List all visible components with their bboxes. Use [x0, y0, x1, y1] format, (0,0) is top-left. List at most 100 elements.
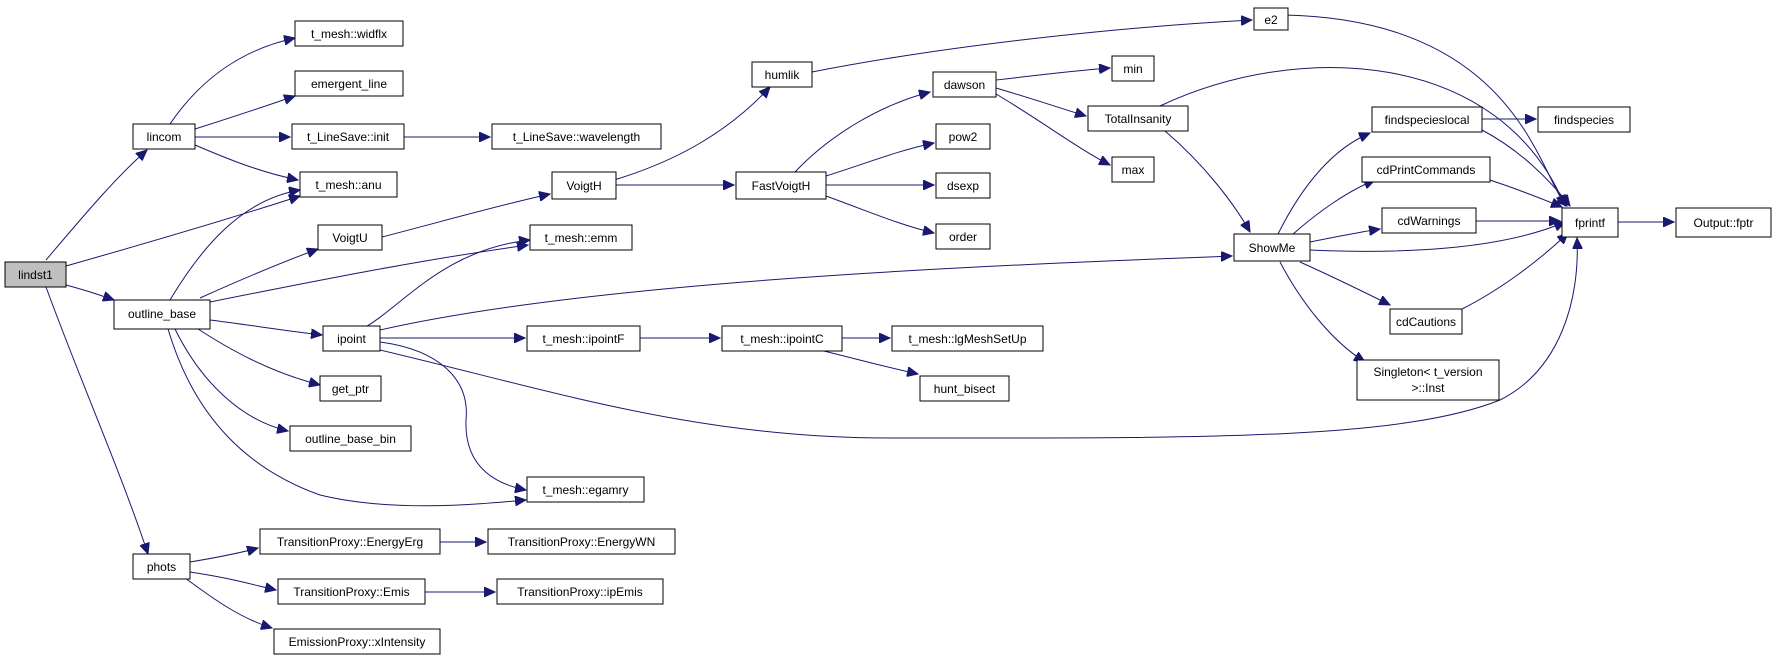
edge-ipointc-hunt-bisect [819, 349, 918, 374]
node-widflx[interactable]: t_mesh::widflx [294, 20, 404, 47]
node-label: t_mesh::anu [315, 178, 381, 192]
node-label: emergent_line [311, 77, 387, 91]
node-energywn[interactable]: TransitionProxy::EnergyWN [487, 528, 676, 555]
edge-voigth-humlik [613, 87, 770, 181]
edge-showme-cdcautions [1299, 261, 1390, 305]
node-outline-base-bin[interactable]: outline_base_bin [289, 425, 412, 452]
node-showme[interactable]: ShowMe [1233, 233, 1311, 262]
edge-findspecieslocal-fprintf [1481, 129, 1570, 206]
node-label: findspecieslocal [1385, 113, 1470, 127]
node-dawson[interactable]: dawson [932, 71, 997, 98]
node-fastvoigth[interactable]: FastVoigtH [735, 171, 827, 200]
node-min[interactable]: min [1111, 55, 1155, 82]
edge-totalinsanity-showme [1164, 130, 1250, 232]
node-label: ipoint [337, 332, 366, 346]
node-output-fptr[interactable]: Output::fptr [1675, 207, 1772, 238]
node-fprintf[interactable]: fprintf [1561, 207, 1619, 238]
node-cdcautions[interactable]: cdCautions [1389, 308, 1463, 335]
node-egamry[interactable]: t_mesh::egamry [526, 476, 645, 503]
node-ipointc[interactable]: t_mesh::ipointC [721, 325, 843, 352]
edge-outline-base-bin [174, 328, 288, 431]
node-label: TotalInsanity [1105, 112, 1172, 126]
node-label: e2 [1264, 13, 1278, 27]
edge-outline-base-emm [209, 245, 528, 303]
node-label: pow2 [949, 130, 978, 144]
node-emis[interactable]: TransitionProxy::Emis [277, 578, 426, 605]
node-humlik[interactable]: humlik [751, 61, 813, 88]
edge-lindst1-anu [65, 196, 300, 267]
node-ipemis[interactable]: TransitionProxy::ipEmis [496, 578, 664, 605]
edge-showme-findspecieslocal [1277, 133, 1370, 235]
node-order[interactable]: order [935, 223, 991, 250]
node-lindst1[interactable]: lindst1 [4, 261, 67, 288]
node-label: Output::fptr [1693, 216, 1753, 230]
node-label: VoigtH [566, 179, 601, 193]
edge-dawson-totalinsanity [995, 87, 1086, 116]
node-label: TransitionProxy::Emis [293, 585, 409, 599]
node-ls-init[interactable]: t_LineSave::init [291, 123, 405, 150]
node-hunt-bisect[interactable]: hunt_bisect [919, 375, 1010, 402]
node-anu[interactable]: t_mesh::anu [299, 171, 398, 198]
node-cdprintcommands[interactable]: cdPrintCommands [1361, 156, 1491, 183]
node-label: FastVoigtH [752, 179, 811, 193]
edge-lindst1-lincom [45, 150, 147, 261]
node-outline-base[interactable]: outline_base [113, 299, 211, 330]
edge-lindst1-outline-base [65, 284, 114, 300]
node-label: lindst1 [18, 268, 53, 282]
node-label: t_mesh::egamry [542, 483, 628, 497]
node-label: TransitionProxy::EnergyWN [508, 535, 656, 549]
edge-totalinsanity-fprintf [1159, 67, 1565, 206]
node-label-line-1: Singleton< t_version [1373, 365, 1482, 379]
nodes: lindst1 lincom outline_base phots t_mesh… [4, 7, 1772, 655]
edge-ipoint-showme [379, 256, 1232, 331]
node-label: max [1122, 163, 1145, 177]
node-label: TransitionProxy::ipEmis [517, 585, 643, 599]
node-label: outline_base_bin [305, 432, 396, 446]
node-dsexp[interactable]: dsexp [935, 172, 991, 199]
node-phots[interactable]: phots [132, 553, 191, 580]
node-label-line-2: >::Inst [1411, 381, 1445, 395]
node-cdwarnings[interactable]: cdWarnings [1381, 207, 1477, 234]
edge-outline-base-egamry [167, 328, 526, 507]
edge-outline-base-voigtu [199, 249, 318, 299]
node-pow2[interactable]: pow2 [935, 123, 991, 150]
node-label: hunt_bisect [934, 382, 996, 396]
node-label: cdWarnings [1398, 214, 1461, 228]
node-label: order [949, 230, 977, 244]
node-ls-wavelength[interactable]: t_LineSave::wavelength [491, 123, 662, 150]
node-singleton[interactable]: Singleton< t_version >::Inst [1356, 359, 1500, 401]
edge-lincom-widflx [169, 38, 295, 125]
node-lgmeshsetup[interactable]: t_mesh::lgMeshSetUp [891, 325, 1044, 352]
node-label: t_mesh::emm [545, 231, 618, 245]
node-e2[interactable]: e2 [1253, 7, 1289, 31]
node-label: t_mesh::ipointF [542, 332, 624, 346]
node-lincom[interactable]: lincom [132, 123, 196, 150]
edge-voigtu-voigth [381, 194, 550, 238]
edges [45, 14, 1674, 628]
node-findspecies[interactable]: findspecies [1537, 106, 1631, 133]
node-label: VoigtU [332, 231, 367, 245]
edge-phots-xintensity [184, 577, 272, 628]
node-label: cdPrintCommands [1377, 163, 1476, 177]
edge-showme-cdprintcommands [1291, 180, 1375, 236]
node-voigth[interactable]: VoigtH [551, 171, 617, 200]
node-voigtu[interactable]: VoigtU [317, 224, 383, 251]
node-get-ptr[interactable]: get_ptr [319, 375, 382, 402]
node-label: t_mesh::widflx [311, 27, 387, 41]
node-energyerg[interactable]: TransitionProxy::EnergyErg [259, 528, 441, 555]
node-ipoint[interactable]: ipoint [322, 325, 381, 352]
node-label: findspecies [1554, 113, 1614, 127]
node-max[interactable]: max [1111, 156, 1155, 183]
node-emergent-line[interactable]: emergent_line [294, 70, 404, 97]
edge-fastvoigth-pow2 [825, 143, 934, 177]
node-emm[interactable]: t_mesh::emm [529, 224, 633, 251]
node-label: lincom [147, 130, 182, 144]
edge-lindst1-phots [45, 286, 148, 554]
node-xintensity[interactable]: EmissionProxy::xIntensity [273, 628, 441, 655]
node-label: t_LineSave::wavelength [513, 130, 640, 144]
node-totalinsanity[interactable]: TotalInsanity [1087, 105, 1189, 132]
node-findspecieslocal[interactable]: findspecieslocal [1371, 106, 1483, 133]
node-ipointf[interactable]: t_mesh::ipointF [526, 325, 641, 352]
node-label: ShowMe [1249, 241, 1296, 255]
